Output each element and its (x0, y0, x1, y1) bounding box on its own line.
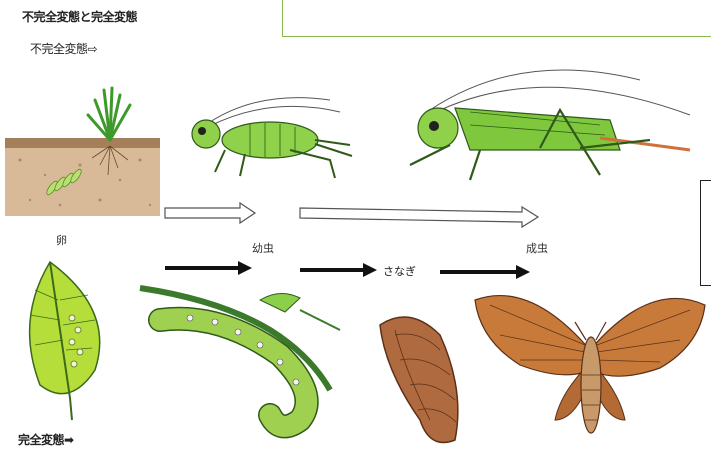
cricket-nymph (192, 98, 352, 178)
solid-arrow-pupa-to-adult (440, 265, 530, 279)
caterpillar-on-branch (140, 288, 340, 426)
cricket-adult (410, 70, 690, 180)
stage-label-adult: 成虫 (526, 240, 548, 256)
solid-arrow-egg-to-larva (165, 261, 252, 275)
stage-label-pupa: さなぎ (382, 263, 417, 279)
leaf-with-eggs (30, 262, 100, 420)
solid-arrow-larva-to-pupa (300, 263, 377, 277)
pupa (380, 317, 458, 443)
grass (88, 88, 130, 140)
hollow-arrow-larva-to-adult (300, 207, 538, 227)
soil-with-eggs (5, 88, 160, 216)
stage-label-egg: 卵 (56, 232, 67, 248)
hollow-arrow-egg-to-larva (165, 203, 255, 223)
stage-label-larva: 幼虫 (252, 240, 274, 256)
moth (475, 296, 705, 433)
